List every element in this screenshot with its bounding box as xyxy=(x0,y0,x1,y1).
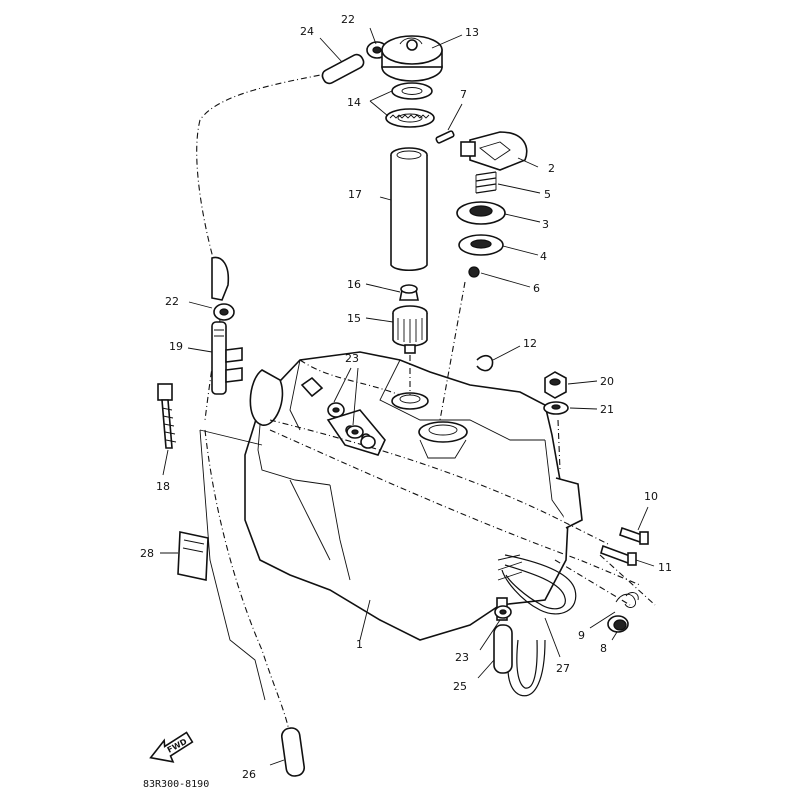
callout-12: 12 xyxy=(523,337,537,350)
callout-16: 16 xyxy=(347,278,361,291)
grommet-16 xyxy=(399,284,419,301)
callout-2: 2 xyxy=(548,162,555,175)
callout-3: 3 xyxy=(542,218,549,231)
callout-23-top: 23 xyxy=(345,352,359,365)
grommet-8 xyxy=(607,615,629,633)
nut-6 xyxy=(468,266,480,278)
callout-23-bottom: 23 xyxy=(455,651,469,664)
callout-10: 10 xyxy=(644,490,658,503)
nut-20 xyxy=(544,371,567,399)
callout-21: 21 xyxy=(600,403,614,416)
clip-9 xyxy=(615,592,639,608)
bolt-10 xyxy=(619,526,649,545)
callout-1: 1 xyxy=(356,638,363,651)
clip-23-top xyxy=(300,376,376,449)
cover-outline xyxy=(199,429,266,701)
ring-3 xyxy=(456,201,506,225)
joint-19 xyxy=(211,321,243,395)
callout-numbers: 1 2 3 4 5 6 7 8 9 10 11 12 13 14 15 16 1… xyxy=(140,13,672,781)
fuel-tank xyxy=(244,351,583,641)
callout-22-left: 22 xyxy=(165,295,179,308)
callout-18: 18 xyxy=(156,480,170,493)
clip-22-left xyxy=(211,256,235,321)
hose-26 xyxy=(280,727,306,777)
washer-21 xyxy=(543,401,569,415)
breather-hose-path xyxy=(196,69,346,266)
callout-7: 7 xyxy=(460,88,467,101)
band-18 xyxy=(157,383,177,449)
bolt-11 xyxy=(600,544,637,566)
hose-25 xyxy=(493,624,513,674)
callout-28: 28 xyxy=(140,547,154,560)
callout-25: 25 xyxy=(453,680,467,693)
callout-27: 27 xyxy=(556,662,570,675)
callout-6: 6 xyxy=(533,282,540,295)
filler-tube-17 xyxy=(390,147,428,272)
clip-12 xyxy=(476,354,494,372)
callout-24: 24 xyxy=(300,25,314,38)
callout-13: 13 xyxy=(465,26,479,39)
callout-9: 9 xyxy=(578,629,585,642)
callout-22-top: 22 xyxy=(341,13,355,26)
callout-26: 26 xyxy=(242,768,256,781)
callout-4: 4 xyxy=(540,250,547,263)
cap-2 xyxy=(460,131,528,171)
callout-20: 20 xyxy=(600,375,614,388)
drawing-code: 83R300-8190 xyxy=(143,779,209,790)
hose-24 xyxy=(321,53,365,85)
callout-5: 5 xyxy=(544,188,551,201)
fwd-arrow-icon: FWD xyxy=(149,731,194,763)
callout-8: 8 xyxy=(600,642,607,655)
pad-28 xyxy=(177,531,209,581)
fuel-filter-15 xyxy=(392,305,428,354)
clip-23-bottom xyxy=(494,605,512,619)
spring-5 xyxy=(475,171,497,194)
seal-rings-14 xyxy=(385,82,435,128)
pin-7 xyxy=(435,130,455,144)
callout-19: 19 xyxy=(169,340,183,353)
leader-lines xyxy=(160,27,655,766)
callout-17: 17 xyxy=(348,188,362,201)
washer-4 xyxy=(458,234,504,256)
callout-14: 14 xyxy=(347,96,361,109)
cap-13 xyxy=(381,35,443,82)
callout-15: 15 xyxy=(347,312,361,325)
callout-11: 11 xyxy=(658,561,672,574)
